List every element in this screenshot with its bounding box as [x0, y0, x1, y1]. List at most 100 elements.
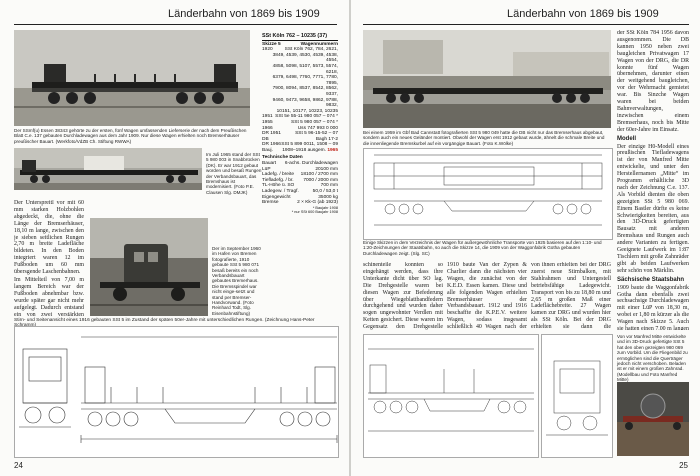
- caption-model: Von vor Manfred Mitte entwickelte und im…: [617, 334, 688, 383]
- spec-row: 4858, 5098, 5107, 5573, 5574, 6218,: [262, 64, 338, 75]
- spec-value: 10151, 10177, 10223, 10235: [276, 108, 338, 114]
- spec-value: SSt Köln 762, 784, 2621,: [284, 47, 338, 53]
- spec-key: Tiefladefg. / br.: [262, 177, 294, 183]
- side-text-saechsische: 1909 baute die Waggonfabrik Gotha dann e…: [617, 284, 689, 330]
- spec-value: 18100 / 2700 mm: [300, 172, 338, 178]
- spec-row: 1955 SSt 5 980 057 – 074 *: [262, 120, 338, 126]
- spec-value: 700 mm: [320, 183, 338, 189]
- spec-value: 3849, 4539, 4530, 4539, 4538, 4554,: [272, 52, 338, 64]
- photo-essen-wagon: [14, 30, 250, 126]
- spec-row: 9460, 9473, 9658, 9862, 9788, 9832,: [262, 98, 338, 109]
- spec-notes: * Baujahr 1908 * nur SSt 600 Baujahr 190…: [291, 205, 338, 215]
- spec-row: LüP 20100 mm: [262, 167, 338, 173]
- spec-value: 7900, 8094, 8537, 8542, 8562, 9337,: [272, 86, 338, 97]
- technical-drawing-bottom: [363, 334, 539, 458]
- side-text-modell: Der einzige H0-Modell eines preußischen …: [617, 143, 689, 274]
- left-page-number: 24: [14, 461, 23, 470]
- spec-value: 1908–1918 ausgem. 1965: [282, 147, 338, 153]
- spec-value: 6379, 6498, 7760, 7771, 7780, 7895,: [272, 75, 338, 86]
- spec-value: Uss 747 993 0 000: [297, 125, 338, 131]
- caption-drawing: Stirn- und Seitenansicht eines 1916 geba…: [14, 318, 315, 328]
- right-page-header: Länderbahn von 1869 bis 1909: [507, 8, 659, 20]
- spec-key: DR 1951: [262, 131, 281, 137]
- right-page-number: 25: [679, 461, 688, 470]
- right-body-col2: 1910 baute Van der Zypen & Charlier dann…: [447, 262, 527, 330]
- spec-key: Ladegew. / Tragf.: [262, 189, 299, 195]
- spec-row: TL-Höhe ü. SO 700 mm: [262, 183, 338, 189]
- spec-title: SSt Köln 762 – 10235 (37): [262, 33, 338, 41]
- spec-key: DB: [262, 136, 269, 142]
- spec-value: SSt 5 980 057 – 074 *: [291, 119, 338, 125]
- spec-key: Bremse: [262, 200, 279, 206]
- left-body-text: Der Unterspreitl vor mit 60 mm starken H…: [14, 200, 84, 316]
- spec-value: SSt 5 96-15-52 – 07: [295, 131, 338, 137]
- right-page: Länderbahn von 1869 bis 1909 Bei einem 1…: [351, 0, 700, 476]
- caption-bad-cannstatt: Bei einem 1959 im Gbf Bad Cannstatt foto…: [363, 130, 605, 146]
- spec-key: Eigengewicht: [262, 194, 291, 200]
- side-text-intro: der SSt Köln 784 1956 davon ausgenommen.…: [617, 30, 689, 133]
- spec-table: SSt Köln 762 – 10235 (37) Skizze 5 Wagenn…: [262, 33, 338, 215]
- spec-value: 6-achs. Durchladewagen: [284, 161, 338, 167]
- page-gutter: [349, 0, 351, 476]
- caption-bremen: Der im September 1960 im Hafen von Breme…: [212, 246, 261, 316]
- caption-sketch: Einige Skizzen in dem Verzeichnis der Wa…: [363, 240, 602, 256]
- spec-key: 1955: [262, 119, 273, 125]
- right-body-col1: schinenteile konnten so eingehängt werde…: [363, 262, 443, 330]
- left-page: Länderbahn von 1869 bis 1909 Der SSmf(u)…: [0, 0, 349, 476]
- spec-value: SSt 5e 55-11 980 057 – 074 *: [275, 114, 338, 120]
- spec-row: Eigengewicht 35000 kg: [262, 195, 338, 201]
- spec-row: Ladefg. / breite 18100 / 2700 mm: [262, 172, 338, 178]
- spec-row: 6379, 6498, 7760, 7771, 7780, 7895,: [262, 75, 338, 86]
- spec-value: 50,0 / 53,0 t: [312, 189, 338, 195]
- spec-row: 7900, 8094, 8537, 8542, 8562, 9337,: [262, 86, 338, 97]
- spec-value: 9460, 9473, 9658, 9862, 9788, 9832,: [272, 97, 338, 109]
- spec-col-b: Wagennummern: [300, 41, 338, 47]
- spec-row: Ladegew. / Tragf. 50,0 / 53,0 t: [262, 189, 338, 195]
- spec-year-highlight: 1965: [327, 147, 338, 153]
- spec-key: TL-Höhe ü. SO: [262, 183, 295, 189]
- spec-row: 1920 SSt Köln 762, 784, 2621,: [262, 47, 338, 53]
- photo-bad-cannstatt: [363, 30, 611, 128]
- spec-row: 10151, 10177, 10223, 10235: [262, 109, 338, 115]
- spec-row: DR 1951 SSt 5 96-15-52 – 07: [262, 131, 338, 137]
- spec-key: Bauj.: [262, 147, 273, 153]
- spec-value: 2 × Kk-G (ab 1923): [297, 200, 338, 206]
- section-saechsische: Sächsische Staatsbahn: [617, 276, 685, 283]
- spec-value: 35000 kg: [318, 194, 338, 200]
- spec-row: 3849, 4539, 4530, 4539, 4538, 4554,: [262, 53, 338, 64]
- spec-row: Bremse 2 × Kk-G (ab 1923): [262, 200, 338, 206]
- spec-row: Tiefladefg. / br.7000 / 2000 mm: [262, 178, 338, 184]
- spec-key: 1966: [262, 125, 273, 131]
- photo-bremen-wagon: [90, 218, 208, 316]
- spec-value: SSt 5 899 0011, 1508 – 09: [281, 142, 338, 148]
- spec-key: Ladefg. / breite: [262, 172, 295, 178]
- left-page-header: Länderbahn von 1869 bis 1909: [168, 8, 320, 20]
- spec-key: Bauart: [262, 161, 277, 167]
- spec-value: 4858, 5098, 5107, 5573, 5574, 6218,: [272, 63, 338, 75]
- spec-row: DB Bagh 17-2: [262, 137, 338, 143]
- spec-key: 1951: [262, 114, 273, 120]
- section-modell: Modell: [617, 135, 636, 142]
- spec-value: 20100 mm: [315, 166, 338, 172]
- photo-model-wagon: [617, 382, 689, 456]
- body-paragraph: Im Mittelteil von 7,00 m langem Bereich …: [14, 276, 84, 316]
- spec-row: Bauart 6-achs. Durchladewagen: [262, 161, 338, 167]
- photo-snabbruecken-wagon: [14, 148, 202, 190]
- technical-sketch-gotha: [363, 148, 613, 240]
- spec-key: 1920: [262, 47, 273, 53]
- technical-drawing-side-view: [14, 326, 339, 458]
- spec-key: LüP: [262, 166, 271, 172]
- spec-row: Bauj. 1908–1918 ausgem. 1965: [262, 148, 338, 154]
- spec-value: Bagh 17-2: [315, 136, 338, 142]
- spec-row: 1966 Uss 747 993 0 000: [262, 126, 338, 132]
- left-header-rule: [14, 24, 337, 25]
- technical-drawing-end-view: [541, 334, 613, 458]
- caption-essen-wagon: Der SSmf(u) Essen 38343 gehörte zu der e…: [14, 128, 247, 144]
- caption-snabbruecken: Im Juli 1965 stand der SSt 5 980 003 in …: [206, 152, 262, 195]
- right-side-column: der SSt Köln 784 1956 davon ausgenommen.…: [617, 30, 689, 330]
- spec-col-a: Skizze 5: [262, 41, 281, 47]
